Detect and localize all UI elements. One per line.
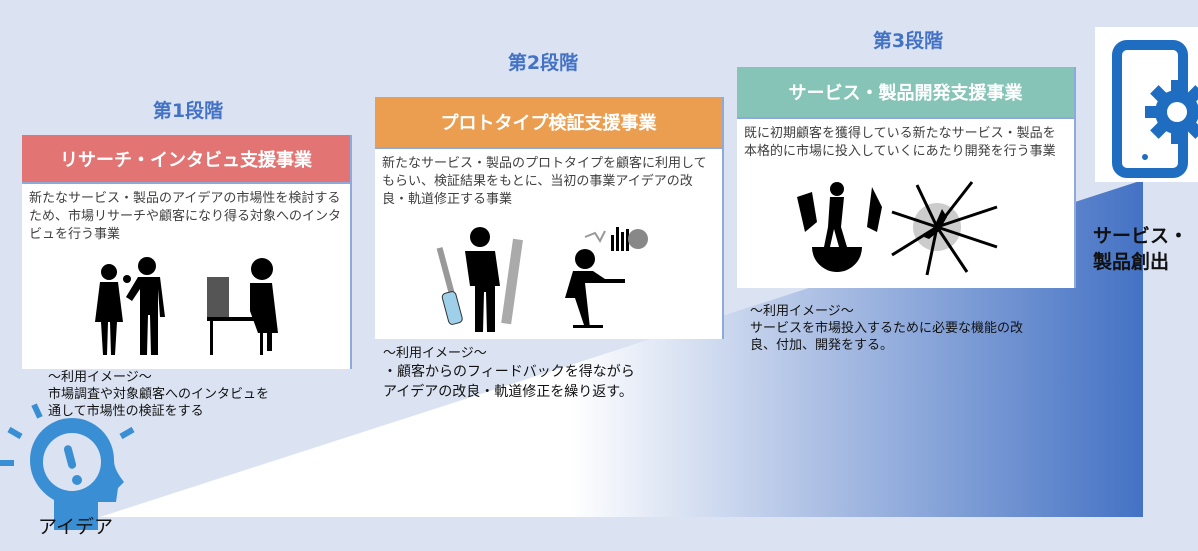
stage-2-usage: ～利用イメージ～ ・顧客からのフィードバックを得ながら アイデアの改良・軌道修正… [383,345,635,402]
usage-line: 市場調査や対象顧客へのインタビュを [48,387,270,402]
usage-heading: ～利用イメージ～ [750,304,854,319]
goal-label: サービス・ 製品創出 [1093,223,1188,275]
stage-2-description: 新たなサービス・製品のプロトタイプを顧客に利用してもらい、検証結果をもとに、当初… [382,156,707,207]
product-icon-frame [1095,27,1198,182]
stage-3-label: 第3段階 [872,30,944,52]
stage-2-label: 第2段階 [507,52,579,74]
stage-1-label: 第1段階 [152,100,224,122]
usage-line: 良、付加、開発をする。 [750,338,894,353]
usage-heading: ～利用イメージ～ [383,346,487,361]
stage-1-title: リサーチ・インタビュ支援事業 [22,135,350,184]
stage-1-description: 新たなサービス・製品のアイデアの市場性を検討するため、市場リサーチや顧客になり得… [29,191,342,242]
stage-3-card: サービス・製品開発支援事業 既に初期顧客を獲得している新たなサービス・製品を本格… [737,67,1076,288]
usage-heading: ～利用イメージ～ [48,370,152,385]
start-label: アイデア [38,516,114,538]
prototype-illustration-icon [436,227,648,332]
idea-head-icon [0,403,135,530]
stage-1-card: リサーチ・インタビュ支援事業 新たなサービス・製品のアイデアの市場性を検討するた… [22,135,352,369]
usage-line: アイデアの改良・軌道修正を繰り返す。 [383,384,633,400]
stage-3-title: サービス・製品開発支援事業 [737,67,1074,119]
stage-2-title: プロトタイプ検証支援事業 [375,97,722,149]
usage-line: ・顧客からのフィードバックを得ながら [383,364,635,380]
interview-illustration-icon [95,257,278,355]
usage-line: サービスを市場投入するために必要な機能の改 [750,321,1024,336]
stage-3-description: 既に初期顧客を獲得している新たなサービス・製品を本格的に市場に投入していくにあた… [744,126,1056,159]
goal-line: 製品創出 [1093,251,1170,273]
smartphone-gear-icon [1112,40,1198,178]
stage-3-usage: ～利用イメージ～ サービスを市場投入するために必要な機能の改 良、付加、開発をす… [750,303,1023,354]
stage-2-card: プロトタイプ検証支援事業 新たなサービス・製品のプロトタイプを顧客に利用してもら… [375,97,724,339]
stage-1-usage: ～利用イメージ～ 市場調査や対象顧客へのインタビュを 通して市場性の検証をする [48,369,269,420]
goal-line: サービス・ [1093,225,1189,247]
launch-illustration-icon [797,181,998,276]
usage-line: 通して市場性の検証をする [48,404,204,419]
